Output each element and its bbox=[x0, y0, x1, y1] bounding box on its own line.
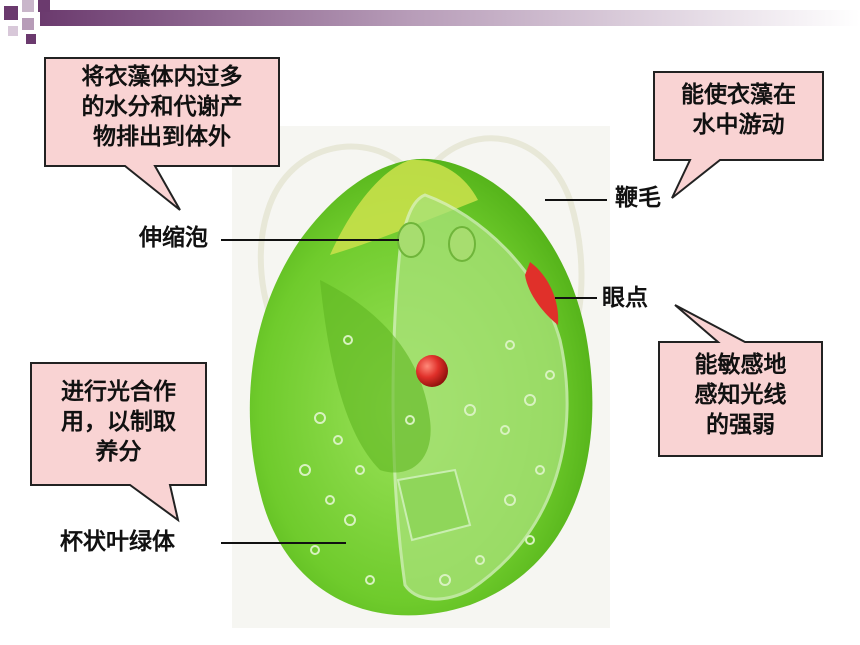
leader-chloroplast bbox=[221, 542, 346, 544]
callout-chloroplast-text: 进行光合作 用，以制取 养分 bbox=[61, 379, 176, 465]
callout-eyespot-shape bbox=[658, 304, 823, 457]
header-bar bbox=[0, 0, 860, 44]
label-chloroplast: 杯状叶绿体 bbox=[60, 529, 175, 555]
starch-granules bbox=[299, 335, 555, 586]
flagellum-left bbox=[257, 143, 411, 342]
callout-contractile-shape bbox=[44, 57, 280, 211]
label-eyespot: 眼点 bbox=[602, 285, 648, 311]
chloroplast-cup-shading bbox=[320, 280, 431, 473]
callout-flagellum-shape bbox=[653, 71, 824, 199]
leader-contractile-vacuole bbox=[221, 239, 399, 241]
header-decoration bbox=[4, 0, 860, 44]
callout-eyespot-text: 能敏感地 感知光线 的强弱 bbox=[694, 352, 787, 438]
callout-flagellum-text: 能使衣藻在 水中游动 bbox=[681, 82, 796, 138]
label-flagellum: 鞭毛 bbox=[615, 185, 661, 211]
label-contractile-vacuole: 伸缩泡 bbox=[139, 225, 208, 251]
leader-eyespot bbox=[555, 297, 597, 299]
eyespot bbox=[525, 262, 559, 325]
callout-contractile-text: 将衣藻体内过多 的水分和代谢产 物排出到体外 bbox=[81, 64, 243, 150]
leader-flagellum bbox=[545, 199, 607, 201]
nucleus bbox=[416, 355, 448, 387]
contractile-vacuole-2 bbox=[448, 226, 476, 262]
cell-apex bbox=[330, 159, 478, 255]
callout-chloroplast-shape bbox=[30, 362, 207, 523]
pyrenoid bbox=[396, 468, 472, 542]
